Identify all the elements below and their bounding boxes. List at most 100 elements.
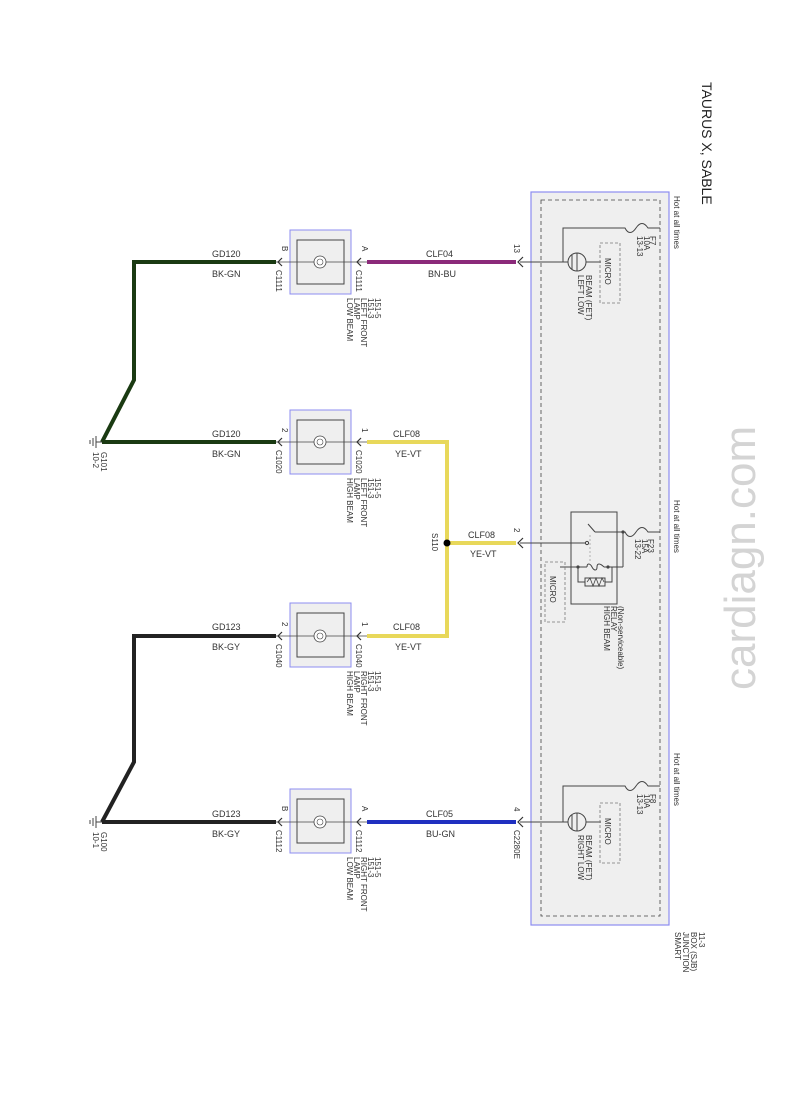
micro-right: MICRO xyxy=(599,802,621,864)
wire-clf05[interactable]: CLF05 BU-GN xyxy=(367,809,516,839)
svg-text:RIGHT FRONT: RIGHT FRONT xyxy=(359,857,368,912)
connector-label: C1111 xyxy=(354,270,363,292)
svg-text:YE-VT: YE-VT xyxy=(395,449,422,459)
svg-text:13-13: 13-13 xyxy=(635,236,644,257)
lamp-low-beam-right-front[interactable]: A B C1112 C1112 LOW BEAM LAMP RIGHT FRON… xyxy=(274,788,382,912)
svg-text:BEAM (FET): BEAM (FET) xyxy=(584,275,593,321)
svg-text:GD120: GD120 xyxy=(212,429,241,439)
svg-text:13: 13 xyxy=(512,244,521,253)
svg-text:HIGH BEAM: HIGH BEAM xyxy=(602,606,611,651)
svg-text:151-5: 151-5 xyxy=(373,478,382,499)
fuse-f23: F23 15A 13-22 xyxy=(595,527,660,560)
sjb-inner-dashed xyxy=(540,199,661,917)
svg-text:151-5: 151-5 xyxy=(373,671,382,692)
svg-text:BK-GN: BK-GN xyxy=(212,269,241,279)
sjb-pin-4[interactable]: 4 C2280E xyxy=(512,807,524,859)
left-low-beam-fet: LEFT LOW BEAM (FET) xyxy=(567,252,601,321)
svg-text:BU-GN: BU-GN xyxy=(426,829,455,839)
connector-label: C1040 xyxy=(274,644,283,668)
connector-label: C1020 xyxy=(274,450,283,474)
wire-clf04[interactable]: CLF04 BN-BU xyxy=(367,249,516,279)
svg-text:151-3: 151-3 xyxy=(366,857,375,878)
svg-text:151-3: 151-3 xyxy=(366,298,375,319)
pin-label: 1 xyxy=(360,428,369,433)
pin-label: A xyxy=(360,806,369,812)
svg-text:MICRO: MICRO xyxy=(548,576,557,603)
wire-clf08-to-sjb[interactable]: CLF08 YE-VT xyxy=(447,530,516,559)
svg-text:LEFT FRONT: LEFT FRONT xyxy=(359,298,368,347)
wire-gd123-high-right[interactable]: GD123 BK-GY xyxy=(100,622,276,823)
svg-text:SMART: SMART xyxy=(673,932,682,960)
svg-text:LEFT LOW: LEFT LOW xyxy=(576,275,585,315)
svg-text:13-22: 13-22 xyxy=(633,539,642,560)
svg-text:2: 2 xyxy=(512,528,521,533)
micro-relay: MICRO xyxy=(544,561,566,623)
svg-text:CLF05: CLF05 xyxy=(426,809,453,819)
svg-text:HIGH BEAM: HIGH BEAM xyxy=(345,478,354,523)
svg-text:RIGHT FRONT: RIGHT FRONT xyxy=(359,671,368,726)
splice-s110: S110 xyxy=(430,533,451,552)
high-beam-relay: HIGH BEAM RELAY (Non-serviceable) xyxy=(520,511,625,669)
svg-text:CLF08: CLF08 xyxy=(393,429,420,439)
lamp-low-beam-left-front[interactable]: A B C1111 C1111 LOW BEAM LAMP LEFT FRONT… xyxy=(274,229,382,347)
svg-text:F7: F7 xyxy=(648,236,657,246)
svg-text:10A: 10A xyxy=(642,794,651,809)
sjb-connector-label: C2280E xyxy=(512,830,521,859)
lamp-high-beam-left-front[interactable]: 1 2 C1020 C1020 HIGH BEAM LAMP LEFT FRON… xyxy=(274,409,382,527)
diagram-title: TAURUS X, SABLE xyxy=(699,82,715,205)
sjb-pin-2[interactable]: 2 xyxy=(512,528,524,549)
svg-text:BN-BU: BN-BU xyxy=(428,269,456,279)
svg-text:151-5: 151-5 xyxy=(373,857,382,878)
wire-clf08-high-left[interactable]: CLF08 YE-VT xyxy=(367,429,449,638)
svg-text:G101: G101 xyxy=(99,452,108,472)
pin-label: 1 xyxy=(360,622,369,627)
svg-text:151-3: 151-3 xyxy=(366,671,375,692)
wire-gd120-low-left[interactable]: GD120 BK-GN xyxy=(100,249,276,443)
connector-label: C1112 xyxy=(354,830,363,853)
svg-text:4: 4 xyxy=(512,807,521,812)
svg-text:YE-VT: YE-VT xyxy=(395,642,422,652)
svg-text:YE-VT: YE-VT xyxy=(470,549,497,559)
svg-text:LOW BEAM: LOW BEAM xyxy=(345,857,354,900)
wire-gd123-low-right[interactable]: GD123 BK-GY xyxy=(102,809,276,839)
hot-label-2: Hot at all times xyxy=(672,500,681,553)
svg-text:BK-GY: BK-GY xyxy=(212,642,240,652)
micro-left: MICRO xyxy=(599,242,621,304)
svg-text:10-1: 10-1 xyxy=(91,832,100,849)
svg-text:11-3: 11-3 xyxy=(697,932,706,948)
sjb-pin-13[interactable]: 13 xyxy=(512,244,524,268)
fuse-f8: F8 10A 13-13 xyxy=(562,781,660,822)
svg-text:S110: S110 xyxy=(430,533,439,552)
svg-text:151-3: 151-3 xyxy=(366,478,375,499)
svg-text:MICRO: MICRO xyxy=(603,818,612,845)
lamp-high-beam-right-front[interactable]: 1 2 C1040 C1040 HIGH BEAM LAMP RIGHT FRO… xyxy=(274,602,382,726)
fuse-f7: F7 10A 13-13 xyxy=(562,223,660,262)
pin-label: B xyxy=(280,246,289,251)
svg-text:151-5: 151-5 xyxy=(373,298,382,319)
connector-label: C1020 xyxy=(354,450,363,474)
connector-label: C1111 xyxy=(274,270,283,292)
svg-text:F8: F8 xyxy=(648,794,657,804)
pin-label: 2 xyxy=(280,428,289,433)
right-low-beam-fet: RIGHT LOW BEAM (FET) xyxy=(567,812,601,881)
svg-text:LEFT FRONT: LEFT FRONT xyxy=(359,478,368,527)
connector-label: C1040 xyxy=(354,644,363,668)
svg-text:13-13: 13-13 xyxy=(635,794,644,815)
ground-g100[interactable]: G100 10-1 xyxy=(89,816,108,852)
svg-text:GD123: GD123 xyxy=(212,809,241,819)
ground-g101[interactable]: G101 10-2 xyxy=(89,436,108,472)
svg-text:GD123: GD123 xyxy=(212,622,241,632)
wire-gd120-high-left[interactable]: GD120 BK-GN xyxy=(102,429,276,459)
pin-label: A xyxy=(360,246,369,252)
wire-clf08-high-right[interactable]: CLF08 YE-VT xyxy=(393,622,422,652)
svg-text:HIGH BEAM: HIGH BEAM xyxy=(345,671,354,716)
svg-text:10A: 10A xyxy=(642,236,651,251)
svg-text:(Non-serviceable): (Non-serviceable) xyxy=(616,606,625,669)
svg-text:LOW BEAM: LOW BEAM xyxy=(345,298,354,341)
hot-label-1: Hot at all times xyxy=(672,196,681,249)
hot-label-3: Hot at all times xyxy=(672,753,681,806)
svg-text:GD120: GD120 xyxy=(212,249,241,259)
svg-text:15A: 15A xyxy=(640,539,649,554)
sjb-label: SMART JUNCTION BOX (SJB) 11-3 xyxy=(673,932,706,973)
